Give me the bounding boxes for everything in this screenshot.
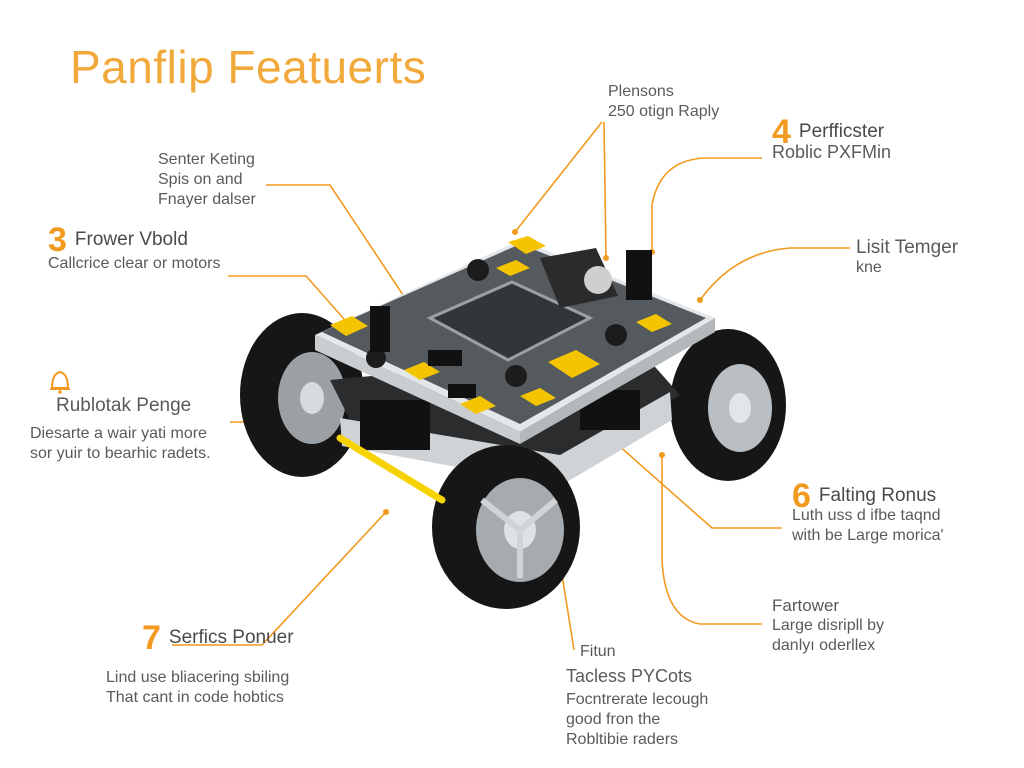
callout-line: Luth uss d ifbe taqnd [792, 507, 941, 525]
callout-heading: Frower Vbold [74, 229, 188, 250]
callout-line: Lisit Temger [856, 237, 959, 258]
callout-top-center: Plensons 250 otign Raply [608, 82, 719, 122]
callout-7-body: Lind use bliacering sbiling That cant in… [106, 668, 289, 708]
callout-line: Fartower [772, 596, 840, 615]
leader-lisit [699, 247, 850, 301]
callout-line: Roblic PXFMin [772, 142, 892, 163]
callout-line: good fron the [566, 711, 661, 728]
callout-line: Tacless PYCots [566, 666, 693, 686]
callout-number: 3 [48, 221, 67, 259]
callout-rublotak: Rublotak Penge [56, 396, 191, 422]
front-left-wheel [432, 445, 580, 609]
diagram-title: Panflip Featuerts [70, 41, 427, 93]
callout-4: 4 Perfficster Roblic PXFMin [772, 115, 892, 163]
callout-line: Robltibie raders [566, 731, 679, 748]
callout-fitun-title: Fitun [580, 642, 616, 662]
main-board [315, 236, 715, 444]
callout-line: kne [856, 259, 882, 276]
callout-line: sor yuir to bearhic radets. [30, 445, 211, 462]
callout-number: 6 [792, 477, 811, 515]
callout-number: 7 [142, 619, 161, 657]
callout-line: Callcrice clear or motors [48, 255, 221, 273]
callout-line: Lind use bliacering sbiling [106, 669, 290, 686]
callout-3: 3 Frower Vbold Callcrice clear or motors [48, 223, 221, 274]
callout-sensor: Senter Keting Spis on and Fnayer dalser [158, 150, 256, 210]
callout-heading: Serfics Ponuer [168, 627, 294, 648]
leader-7 [172, 511, 387, 646]
leader-sensor [266, 184, 406, 299]
callout-7: 7 Serfics Ponuer [142, 621, 294, 655]
yellow-axle [336, 434, 446, 504]
leader-top-center-b [603, 121, 607, 259]
callout-6: 6 Falting Ronus Luth uss d ifbe taqnd wit… [792, 479, 944, 546]
callout-line: That cant in code hobtics [106, 689, 284, 706]
callout-number: 4 [772, 113, 791, 151]
leader-top-center-a [514, 121, 603, 233]
callout-line: danlyı oderllex [772, 637, 876, 654]
callout-line: Focntrerate lecough [566, 691, 709, 708]
callout-line: with be Large morica' [792, 527, 944, 545]
bell-icon [50, 370, 70, 394]
leader-4 [651, 157, 762, 252]
callout-lisit: Lisit Temger kne [856, 238, 958, 278]
callout-line: Rublotak Penge [56, 395, 192, 416]
callout-line: 250 otign Raply [608, 103, 720, 120]
callout-line: Senter Keting [158, 151, 255, 168]
callout-line: Fitun [580, 643, 616, 660]
callout-fitun: Tacless PYCots Focntrerate lecough good … [566, 666, 708, 750]
leader-6 [591, 421, 782, 529]
callout-heading: Falting Ronus [818, 485, 937, 506]
callout-line: Spis on and [158, 171, 243, 188]
callout-line: Plensons [608, 83, 674, 100]
rear-right-wheel [670, 329, 786, 481]
callout-line: Large disripll by [772, 617, 885, 634]
callout-line: Fnayer dalser [158, 191, 256, 208]
leader-fartower [661, 455, 762, 625]
callout-line: Diesarte a wair yati more [30, 425, 207, 442]
callout-heading: Perfficster [798, 121, 885, 142]
callout-rublotak-body: Diesarte a wair yati more sor yuir to be… [30, 424, 211, 464]
leader-3 [228, 275, 353, 329]
callout-fartower: Fartower Large disripll by danlyı oderll… [772, 596, 884, 656]
